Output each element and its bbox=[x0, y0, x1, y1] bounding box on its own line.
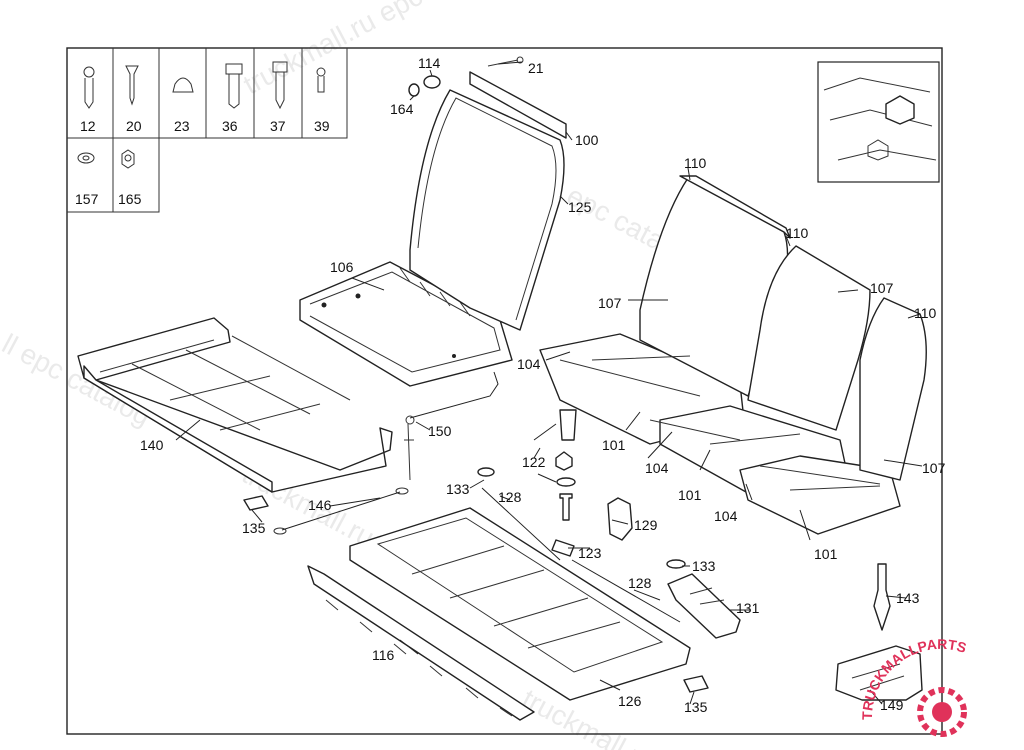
knob-129 bbox=[607, 497, 633, 541]
callout-146: 146 bbox=[308, 497, 332, 513]
detail-inset bbox=[817, 61, 940, 183]
seat-base-116 bbox=[307, 565, 535, 721]
countersunk-screw-icon bbox=[125, 65, 139, 106]
cable-150 bbox=[404, 371, 499, 481]
leader-lines bbox=[175, 61, 923, 705]
cable-128b bbox=[571, 559, 681, 623]
callout-labels: 21 114 164 100 125 106 140 150 146 135 1… bbox=[140, 55, 946, 715]
callout-164: 164 bbox=[390, 101, 414, 117]
mount-149 bbox=[835, 645, 923, 701]
callout-110: 110 bbox=[786, 225, 809, 241]
bolt-143 bbox=[873, 563, 891, 631]
callout-133: 133 bbox=[446, 481, 470, 497]
callout-129: 129 bbox=[634, 517, 658, 533]
hardware-label: 36 bbox=[222, 118, 238, 134]
nut-icon bbox=[121, 149, 135, 169]
bolt-icon bbox=[225, 63, 243, 109]
callout-133: 133 bbox=[692, 558, 716, 574]
callout-122: 122 bbox=[522, 454, 546, 470]
cable-146 bbox=[273, 487, 409, 535]
hardware-label: 12 bbox=[80, 118, 96, 134]
fastener-set-122 bbox=[533, 409, 577, 521]
callout-140: 140 bbox=[140, 437, 164, 453]
backrest-cushion-125 bbox=[409, 89, 565, 331]
pad-135a bbox=[243, 495, 269, 511]
base-frame-140 bbox=[77, 317, 393, 493]
callout-150: 150 bbox=[428, 423, 452, 439]
washer-133a bbox=[477, 467, 495, 477]
callout-135: 135 bbox=[242, 520, 266, 536]
callout-125: 125 bbox=[568, 199, 592, 215]
callout-128: 128 bbox=[628, 575, 652, 591]
callout-135: 135 bbox=[684, 699, 708, 715]
backrest-frame-106 bbox=[299, 261, 513, 387]
hardware-label: 23 bbox=[174, 118, 190, 134]
callout-101: 101 bbox=[678, 487, 702, 503]
pad-135b bbox=[683, 675, 709, 693]
bracket-131 bbox=[667, 573, 741, 639]
callout-21: 21 bbox=[528, 60, 544, 76]
hardware-label: 20 bbox=[126, 118, 142, 134]
callout-101: 101 bbox=[814, 546, 838, 562]
washer-114 bbox=[423, 75, 441, 89]
callout-131: 131 bbox=[736, 600, 760, 616]
cable-128a bbox=[481, 487, 561, 561]
callout-123: 123 bbox=[578, 545, 602, 561]
washer-icon bbox=[77, 152, 95, 164]
callout-107: 107 bbox=[870, 280, 894, 296]
callout-114: 114 bbox=[418, 55, 441, 71]
cap-icon bbox=[172, 77, 194, 93]
callout-106: 106 bbox=[330, 259, 354, 275]
hardware-label: 157 bbox=[75, 191, 99, 207]
fastener-21 bbox=[487, 56, 524, 67]
seat-frame-126 bbox=[349, 507, 691, 701]
hardware-table: 12 20 23 36 37 39 157 165 bbox=[67, 48, 348, 213]
callout-110: 110 bbox=[684, 155, 707, 171]
washer-164 bbox=[408, 83, 420, 97]
pin-icon bbox=[316, 67, 326, 93]
callout-128: 128 bbox=[498, 489, 522, 505]
callout-101: 101 bbox=[602, 437, 626, 453]
callout-126: 126 bbox=[618, 693, 642, 709]
hardware-label: 39 bbox=[314, 118, 330, 134]
hardware-label: 165 bbox=[118, 191, 142, 207]
callout-143: 143 bbox=[896, 590, 920, 606]
callout-110: 110 bbox=[914, 305, 937, 321]
callout-100: 100 bbox=[575, 132, 599, 148]
clip-123 bbox=[551, 539, 575, 557]
callout-104: 104 bbox=[645, 460, 669, 476]
callout-149: 149 bbox=[880, 697, 904, 713]
seat-assembly bbox=[539, 175, 927, 535]
callout-104: 104 bbox=[714, 508, 738, 524]
hardware-label: 37 bbox=[270, 118, 286, 134]
tapping-screw-icon bbox=[272, 61, 288, 110]
trim-strip-100 bbox=[469, 71, 567, 139]
diagram-frame bbox=[66, 47, 943, 735]
screw-icon bbox=[83, 66, 95, 109]
callout-107: 107 bbox=[598, 295, 622, 311]
washer-133b bbox=[666, 559, 686, 569]
callout-104: 104 bbox=[517, 356, 541, 372]
callout-107: 107 bbox=[922, 460, 946, 476]
callout-116: 116 bbox=[372, 647, 395, 663]
